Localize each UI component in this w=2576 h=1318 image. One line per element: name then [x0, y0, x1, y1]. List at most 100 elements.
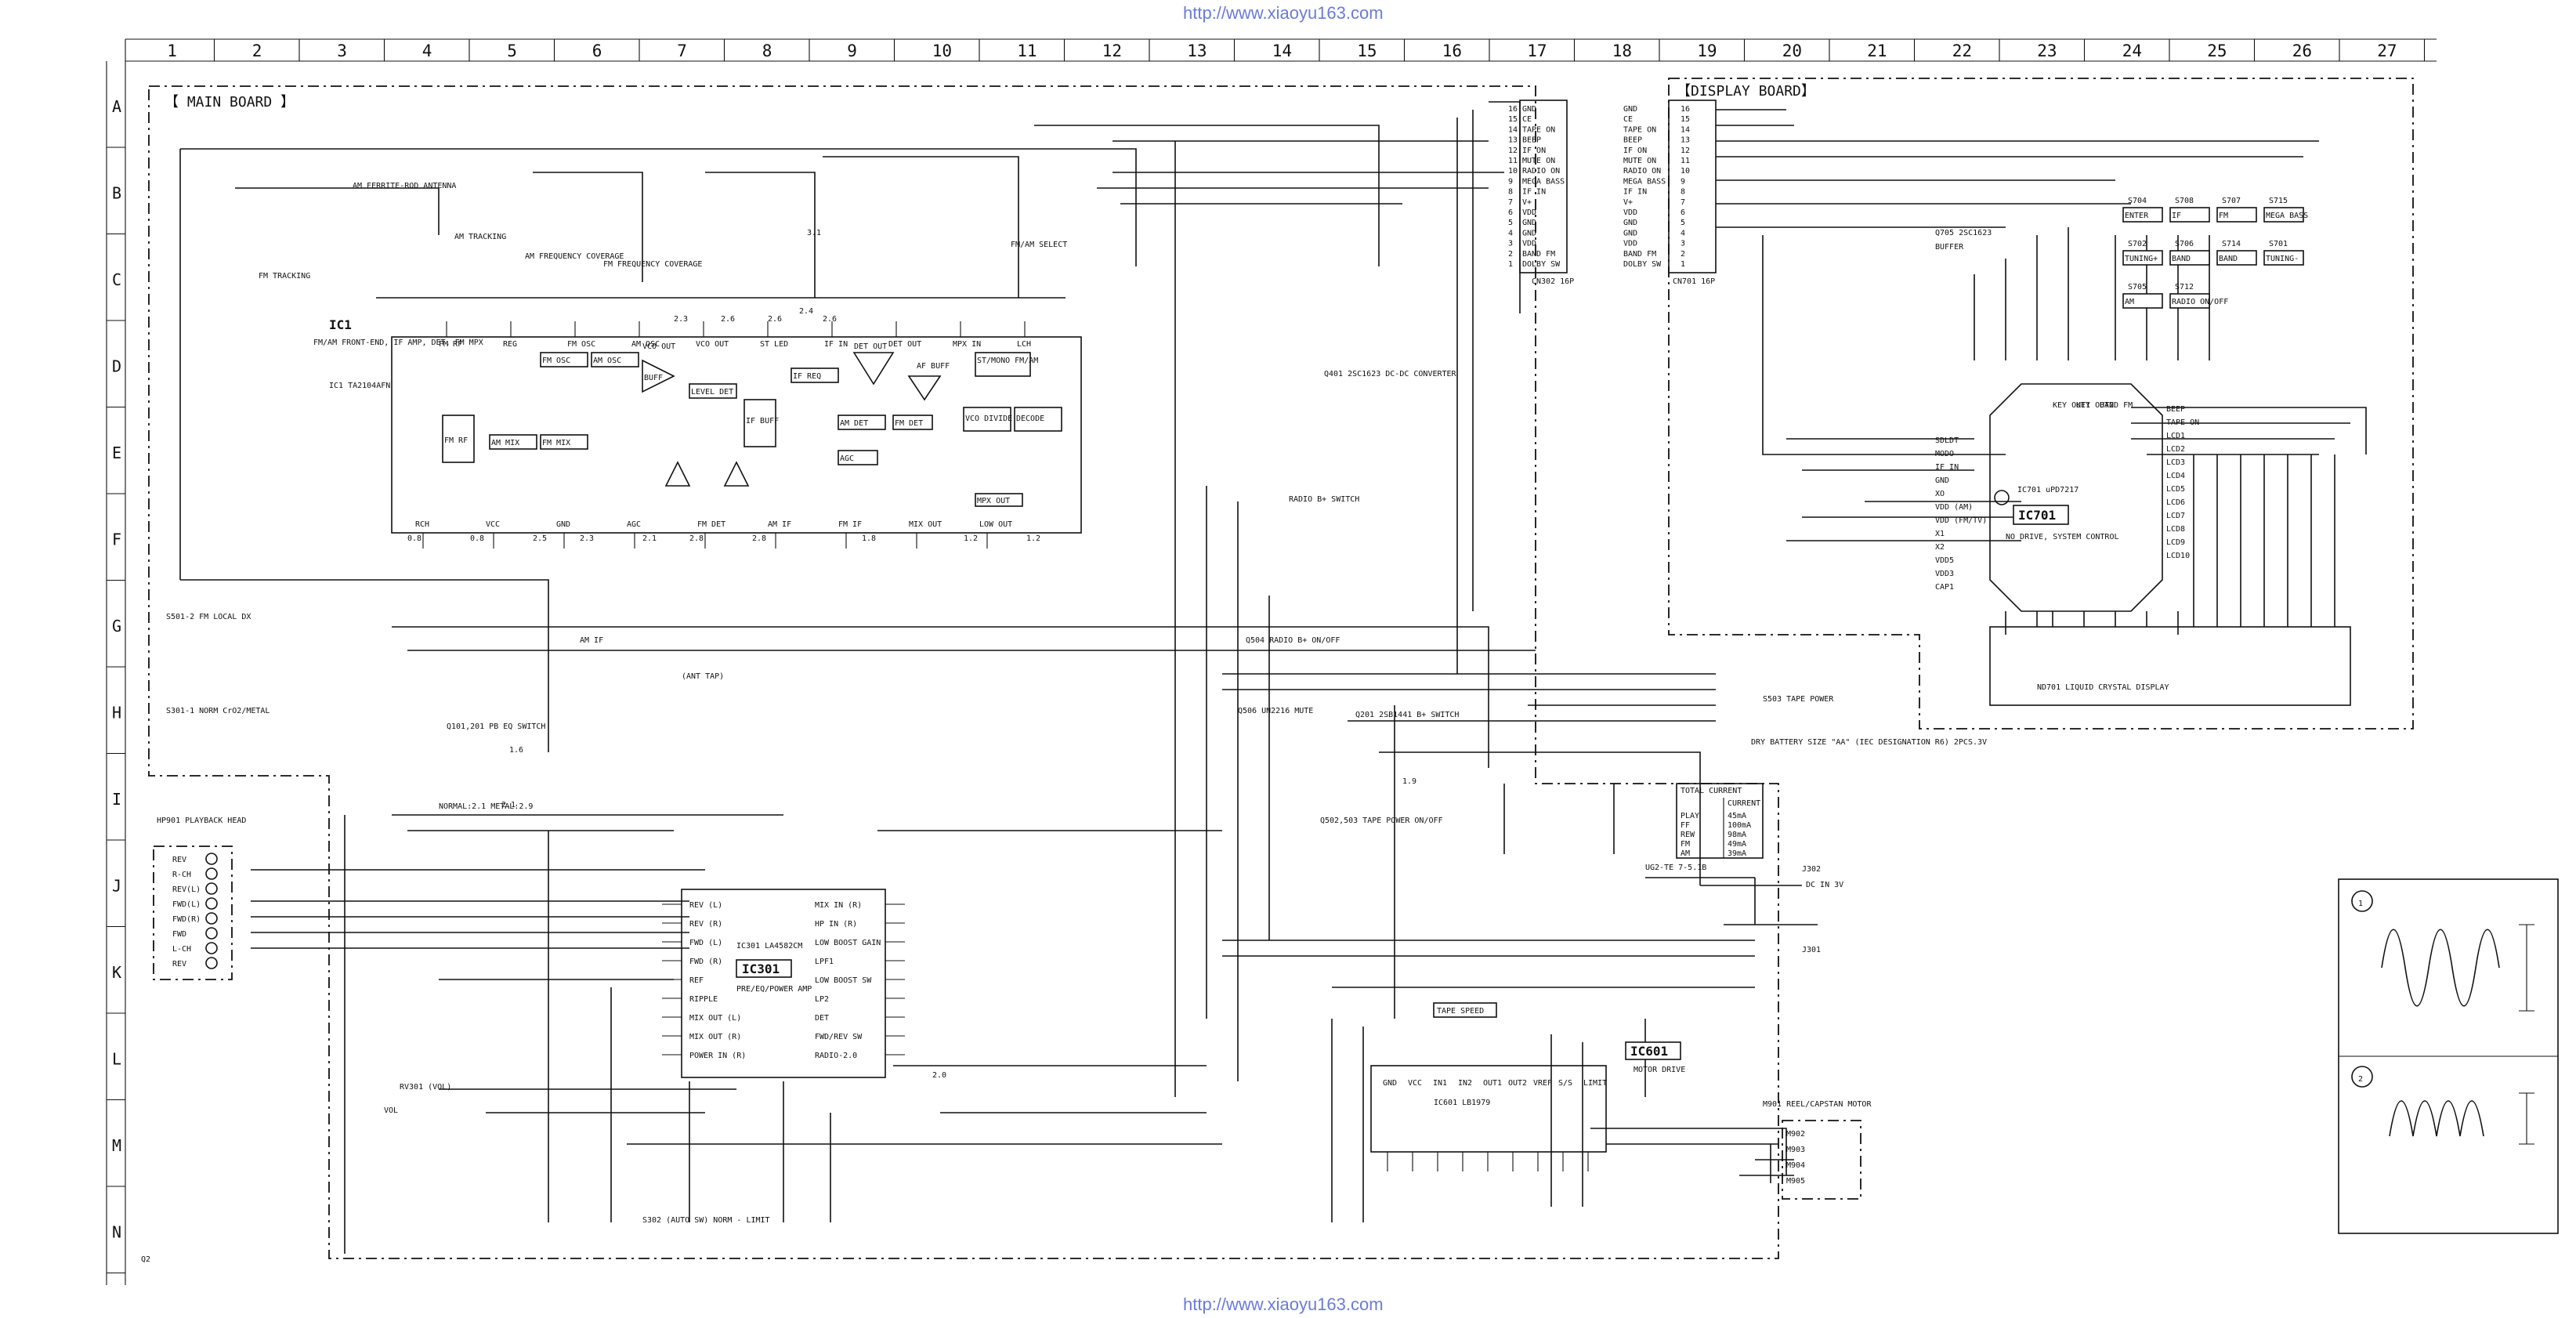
tape-power-sw-label: Q502,503 TAPE POWER ON/OFF	[1320, 817, 1443, 825]
cn302-pin-label: MUTE ON	[1522, 157, 1555, 165]
ic1-part: IC1 TA2104AFN	[329, 382, 390, 390]
ic1-block-label: MPX OUT	[977, 497, 1010, 505]
watermark-bottom[interactable]: http://www.xiaoyu163.com	[1183, 1294, 1384, 1314]
ic301-tag: IC301	[742, 961, 780, 976]
cn701-pin-label: DOLBY SW	[1623, 260, 1662, 269]
column-label: 13	[1187, 42, 1207, 60]
switch-box	[2122, 293, 2163, 309]
switch-label: IF	[2172, 212, 2181, 220]
current-value: 100mA	[1728, 821, 1751, 830]
switch-id: S714	[2222, 240, 2241, 248]
head-pin-label: L-CH	[172, 945, 191, 954]
head-pin-coil	[205, 912, 218, 925]
cn302-pin-number: 8	[1508, 188, 1513, 197]
cn701-pin-label: IF ON	[1623, 147, 1647, 155]
ic301-pin-label: MIX IN (R)	[815, 901, 862, 910]
motor-pin-label: M902	[1786, 1130, 1805, 1139]
ant-tap-label: (ANT TAP)	[682, 672, 724, 681]
ic1-pin-label: ST LED	[760, 340, 788, 349]
voltage-reading: 2.5	[533, 534, 547, 543]
ic1-pin-label: AM OSC	[631, 340, 660, 349]
cn302-pin-label: IF IN	[1522, 188, 1546, 197]
cn302-pin-number: 15	[1508, 115, 1518, 124]
cn701-pin-label: GND	[1623, 229, 1637, 237]
column-label: 20	[1782, 42, 1802, 60]
switch-label: RADIO ON/OFF	[2172, 298, 2228, 306]
ic701-pin-label: LCD9	[2166, 538, 2185, 547]
playback-head	[153, 845, 233, 980]
cn302-pin-number: 13	[1508, 136, 1518, 145]
ic1-block-label: FM DET	[895, 419, 923, 428]
column-label: 23	[2037, 42, 2057, 60]
voltage-reading: 2.1	[501, 801, 516, 809]
switch-label: TUNING+	[2125, 255, 2158, 263]
watermark-top[interactable]: http://www.xiaoyu163.com	[1183, 3, 1384, 23]
cn302-pin-label: RADIO ON	[1522, 167, 1560, 176]
waveform-panel	[2338, 878, 2559, 1234]
switch-box	[2169, 250, 2210, 266]
row-label: I	[112, 790, 121, 809]
column-label: 16	[1442, 42, 1462, 60]
wiring	[179, 101, 2367, 1254]
column-label: 9	[847, 42, 857, 60]
ic701-desc: NO DRIVE, SYSTEM CONTROL	[2006, 533, 2119, 541]
radio-b-label: RADIO B+ SWITCH	[1289, 495, 1359, 504]
current-mode: PLAY	[1681, 812, 1699, 820]
head-pin-coil	[205, 882, 218, 895]
j302-label: J302	[1802, 865, 1821, 874]
motor-block	[1782, 1120, 1861, 1200]
ic301-pin-label: FWD (R)	[689, 958, 722, 966]
ic1-pin-label: FM RF	[439, 340, 462, 349]
column-ticks	[213, 39, 2426, 61]
motor-pin-label: M905	[1786, 1177, 1805, 1186]
voltage-reading: 1.6	[509, 746, 523, 755]
cn302-name: CN302 16P	[1532, 277, 1574, 286]
cn302-pin-label: DOLBY SW	[1522, 260, 1561, 269]
ic1-pin-label: AM IF	[768, 520, 791, 529]
motor-pin-label: M903	[1786, 1146, 1805, 1154]
column-label: 2	[252, 42, 262, 60]
voltage-reading: 2.1	[642, 534, 657, 543]
ic1-pin-label: GND	[556, 520, 570, 529]
switch-label: BAND	[2172, 255, 2191, 263]
cn701-pin-number: 6	[1681, 208, 1685, 217]
cn302-pin-label: GND	[1522, 219, 1536, 227]
head-pin-label: FWD	[172, 930, 186, 939]
ic301-chip	[681, 889, 886, 1078]
ic701-pin-label: VDD (FM/TV)	[1935, 516, 1987, 525]
ic701-pin-label: X1	[1935, 530, 1945, 538]
ic301-pin-label: RADIO-2.0	[815, 1052, 857, 1060]
column-label: 21	[1867, 42, 1887, 60]
s301-label: S301-1 NORM CrO2/METAL	[166, 707, 270, 715]
ic1-tag: IC1	[329, 317, 352, 332]
switch-id: S702	[2128, 240, 2147, 248]
ic601-chip	[1370, 1002, 1681, 1153]
cn302-pin-label: VDD	[1522, 208, 1536, 217]
ic701-pin-label: CAP1	[1935, 583, 1954, 592]
ic301-pin-label: DET	[815, 1014, 829, 1023]
current-value: 39mA	[1728, 849, 1746, 858]
lcd-label: ND701 LIQUID CRYSTAL DISPLAY	[2037, 683, 2169, 692]
column-label: 22	[1952, 42, 1972, 60]
normal-metal-label: NORMAL:2.1 METAL:2.9	[439, 802, 533, 811]
cn701-pin-number: 3	[1681, 240, 1685, 248]
ic701-pin-label: KEY OUT2	[2076, 401, 2114, 410]
ic1-block-fm-rf	[442, 415, 475, 463]
cn701-pin-label: BAND FM	[1623, 250, 1656, 259]
ic701-pin-label: LCD1	[2166, 432, 2185, 440]
cn302-pin-label: GND	[1522, 229, 1536, 237]
cn302-pin-label: VDD	[1522, 240, 1536, 248]
ic701-pin-label: GND	[1935, 476, 1949, 485]
ic301-pin-label: LOW BOOST SW	[815, 976, 872, 985]
ic301-pin-label: MIX OUT (R)	[689, 1033, 741, 1041]
ic601-pin-label: OUT2	[1508, 1079, 1527, 1088]
ic1-pin-label: LOW OUT	[979, 520, 1012, 529]
head-pin-coil	[205, 897, 218, 910]
cn302-pin-number: 14	[1508, 125, 1518, 134]
voltage-reading: 1.2	[1026, 534, 1040, 543]
